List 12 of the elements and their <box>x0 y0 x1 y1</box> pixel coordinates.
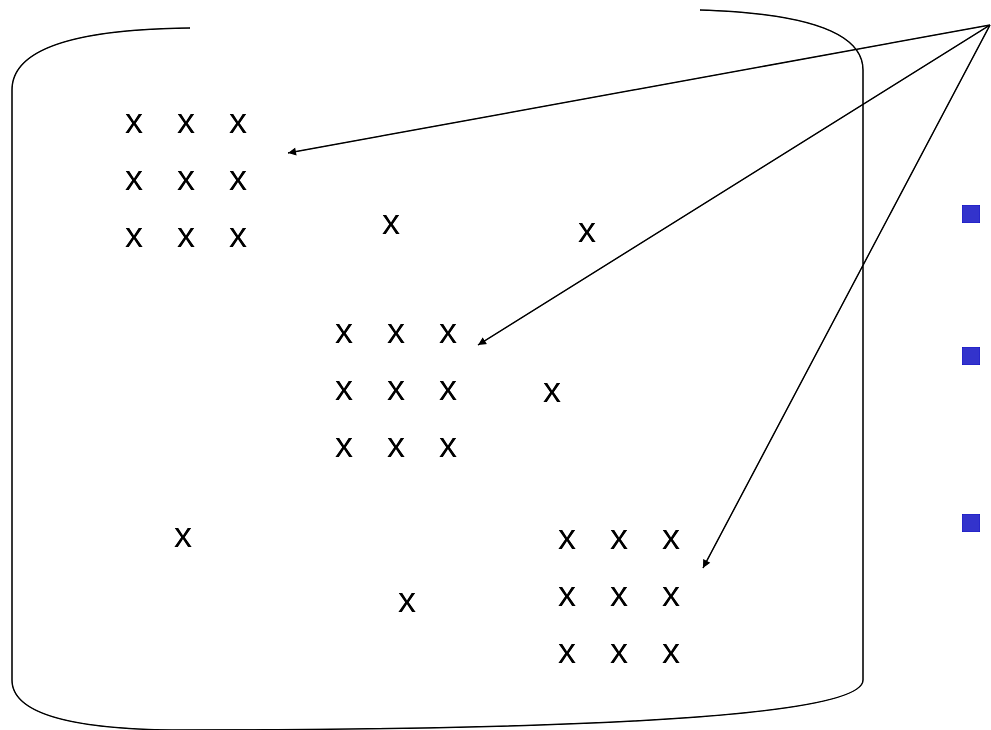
outlier-point: x <box>543 370 561 410</box>
data-point-cluster: x x x x x x x x x <box>125 92 265 263</box>
outlier-point: x <box>382 202 400 242</box>
arrow <box>478 24 990 346</box>
database-cylinder <box>12 10 863 730</box>
outlier-point: x <box>398 580 416 620</box>
outlier-point: x <box>174 515 192 555</box>
arrow <box>702 24 991 568</box>
data-point-cluster: x x x x x x x x x <box>558 508 698 679</box>
outlier-point: x <box>578 210 596 250</box>
arrow <box>288 24 990 156</box>
data-point-cluster: x x x x x x x x x <box>335 302 475 473</box>
